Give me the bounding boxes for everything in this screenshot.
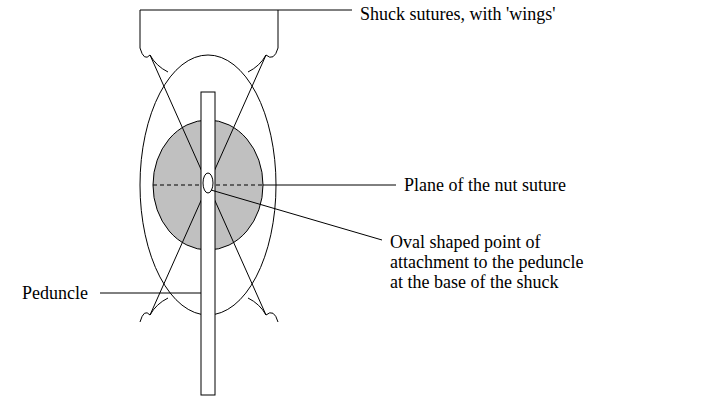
suture-wing [140, 298, 168, 322]
suture-wing [140, 48, 168, 72]
plane-label: Plane of the nut suture [404, 175, 566, 195]
peduncle-label: Peduncle [22, 283, 88, 303]
suture-wing [248, 298, 278, 322]
leader-line [140, 10, 352, 11]
leader-line [211, 190, 382, 240]
bracket-line [278, 10, 279, 48]
peduncle-stalk [201, 92, 215, 395]
leader-line [100, 293, 201, 294]
suture-label: Shuck sutures, with 'wings' [360, 4, 556, 24]
suture-wing [248, 48, 278, 72]
bracket-line [140, 10, 141, 48]
leader-line [263, 185, 396, 186]
attachment-label: Oval shaped point of attachment to the p… [390, 232, 590, 292]
